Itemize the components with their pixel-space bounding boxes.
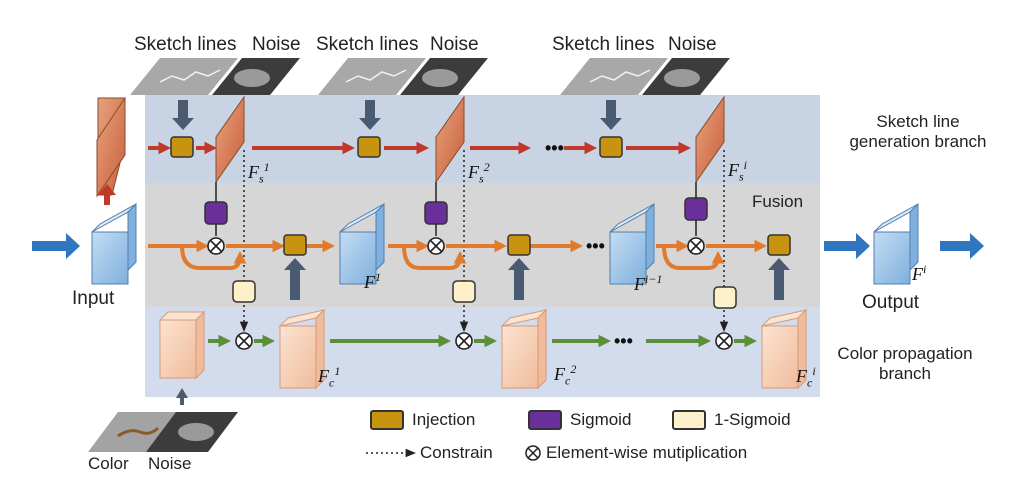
io-arrows — [32, 233, 984, 259]
legend-one-minus-sigmoid-label: 1-Sigmoid — [714, 410, 791, 429]
sketch-thumbnail — [130, 58, 238, 95]
fusion-label: Fusion — [752, 192, 804, 211]
top-sketch-label-2: Sketch lines — [316, 34, 419, 55]
bottom-color-label: Color — [88, 454, 129, 473]
input-label: Input — [72, 288, 115, 309]
red-up-arrow — [98, 184, 116, 205]
color-branch-title: Color propagation branch — [820, 344, 990, 384]
feature-label-fi-1: Fi−1 — [634, 272, 663, 294]
legend-multiply-icon — [525, 445, 541, 461]
top-noise-label-3: Noise — [668, 34, 717, 55]
sketch-line-icon — [159, 69, 221, 83]
sketch-branch-title-line2: generation branch — [849, 132, 987, 151]
one-minus-sigmoid-blocks — [232, 280, 737, 309]
fusion-arrows — [148, 239, 768, 270]
top-noise-label-1: Noise — [252, 34, 301, 55]
sketch-branch-title-line1: Sketch line — [876, 112, 960, 131]
feature-label-fci: Fci — [796, 364, 816, 390]
top-sketch-label-3: Sketch lines — [552, 34, 655, 55]
sigmoid-swatch — [528, 410, 562, 430]
legend-elementwise-label: Element-wise mutiplication — [546, 443, 748, 462]
one-minus-sigmoid-swatch — [672, 410, 706, 430]
fusion-features — [91, 202, 919, 285]
initial-sketch-feature — [96, 96, 126, 198]
color-ellipsis: ••• — [614, 331, 633, 351]
feature-label-fc2: Fc2 — [554, 362, 577, 388]
top-input-group-2 — [318, 58, 488, 95]
color-branch-band — [145, 307, 820, 397]
fusion-multiply-nodes — [207, 237, 705, 255]
top-sketch-label-1: Sketch lines — [134, 34, 237, 55]
color-stroke-icon — [117, 426, 160, 438]
legend-constrain-label: Constrain — [420, 443, 493, 462]
top-injection-arrows — [172, 100, 622, 130]
noise-blob — [178, 423, 214, 441]
feature-label-f1: F1 — [364, 270, 381, 292]
feature-label-fi: Fi — [912, 262, 927, 284]
output-label: Output — [862, 292, 920, 313]
legend-sigmoid-label: Sigmoid — [570, 410, 632, 429]
slate-up-arrow — [176, 388, 188, 405]
color-branch-title-line2: branch — [879, 364, 931, 383]
feature-label-fs2: Fs2 — [468, 160, 490, 186]
legend-sigmoid: Sigmoid — [528, 410, 631, 430]
legend-injection: Injection — [370, 410, 475, 430]
feature-label-fs1: Fs1 — [248, 160, 270, 186]
sigmoid-connectors — [215, 182, 697, 236]
injection-swatch — [370, 410, 404, 430]
top-input-group-1 — [130, 58, 300, 95]
sketch-ellipsis: ••• — [545, 138, 564, 158]
legend-injection-label: Injection — [412, 410, 476, 429]
noise-blob — [234, 69, 270, 87]
bottom-noise-label: Noise — [148, 454, 192, 473]
sketch-branch-title: Sketch line generation branch — [836, 112, 1000, 152]
fusion-up-arrows — [284, 258, 790, 300]
top-input-group-3 — [560, 58, 730, 95]
feature-label-fsi: Fsi — [728, 158, 748, 184]
bottom-input-group — [88, 388, 238, 452]
fusion-ellipsis: ••• — [586, 236, 605, 256]
color-features — [158, 308, 808, 390]
legend-one-minus-sigmoid: 1-Sigmoid — [672, 410, 791, 430]
feature-label-fc1: Fc1 — [318, 364, 341, 390]
sketch-injection-blocks — [170, 136, 623, 158]
top-noise-label-2: Noise — [430, 34, 479, 55]
color-multiply-nodes — [235, 332, 733, 350]
color-branch-title-line1: Color propagation — [837, 344, 973, 363]
fusion-injection-blocks — [283, 234, 791, 256]
